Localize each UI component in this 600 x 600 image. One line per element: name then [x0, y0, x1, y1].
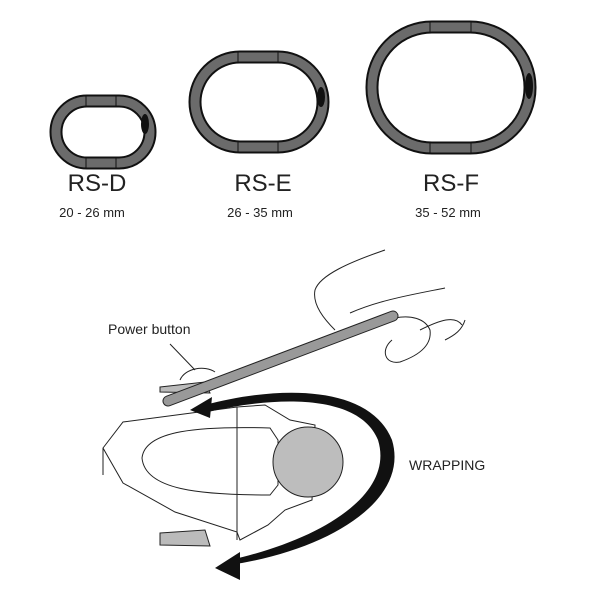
clasp-icon: [525, 73, 533, 99]
clasp-icon: [317, 87, 325, 107]
power-button-label: Power button: [108, 321, 191, 337]
wrist-cross-section: [272, 426, 344, 498]
clasp-icon: [141, 114, 149, 134]
wrapping-label: WRAPPING: [409, 457, 486, 473]
ring-rs-e: [188, 50, 330, 154]
model-label-rs-f: RS-F: [423, 170, 479, 197]
hand-illustration: [314, 249, 466, 363]
wrapping-arrow-icon: [190, 392, 395, 580]
ring-rs-f: [365, 20, 537, 155]
ring-rs-d: [49, 94, 157, 170]
range-label-rs-e: 26 - 35 mm: [227, 205, 293, 220]
power-button-leader: [169, 343, 196, 371]
model-label-rs-e: RS-E: [234, 170, 292, 197]
device-illustration: [102, 367, 316, 547]
range-label-rs-f: 35 - 52 mm: [415, 205, 481, 220]
range-label-rs-d: 20 - 26 mm: [59, 205, 125, 220]
model-label-rs-d: RS-D: [67, 170, 127, 197]
